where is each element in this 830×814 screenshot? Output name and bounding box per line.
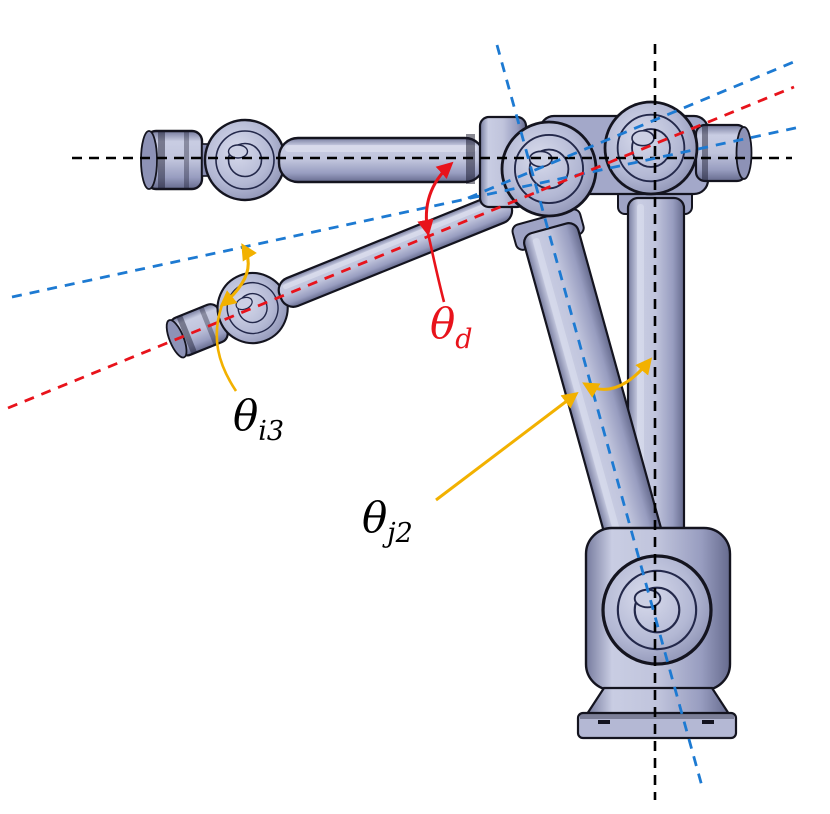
base-plate-mark — [598, 720, 610, 724]
shallow-reference-axis-blue — [11, 125, 801, 299]
tilted-column-axis-blue — [495, 44, 705, 791]
cap-band — [176, 314, 198, 355]
arm-tube — [277, 136, 486, 184]
shoulder-joint-face-right — [603, 100, 699, 196]
arm-tube-highlight — [285, 145, 477, 152]
upper-reference-axis-blue — [467, 59, 797, 200]
theta-d-label: θd — [430, 299, 473, 355]
base-assembly — [576, 526, 738, 740]
base-plate — [576, 711, 738, 740]
column-tube-highlight — [532, 237, 629, 565]
shoulder-end-face — [735, 126, 753, 180]
base-plate-edge — [580, 714, 734, 719]
theta-i3-label: θi3 — [233, 391, 284, 447]
theta-d-angle-arc — [417, 161, 454, 237]
cap-band — [184, 131, 189, 189]
wrist-joint-face — [203, 118, 287, 202]
base-flare — [584, 686, 732, 716]
end-effector-face — [140, 130, 158, 190]
arm-link-horizontal-pose — [140, 115, 528, 209]
base-plate-mark — [702, 720, 714, 724]
theta-j2-pointer-arrow — [435, 392, 579, 502]
cap-band — [702, 125, 708, 181]
tilted-arm-axis-red — [7, 85, 795, 410]
theta-j2-label: θj2 — [362, 493, 413, 549]
theta-i3-angle-arc — [219, 243, 257, 308]
theta-i3-leader — [215, 304, 238, 392]
base-joint-face — [601, 554, 713, 666]
cap-band — [158, 131, 165, 189]
theta-d-leader — [426, 232, 446, 303]
theta-j2-angle-arc — [582, 357, 653, 398]
arm-tube-highlight — [283, 197, 503, 290]
